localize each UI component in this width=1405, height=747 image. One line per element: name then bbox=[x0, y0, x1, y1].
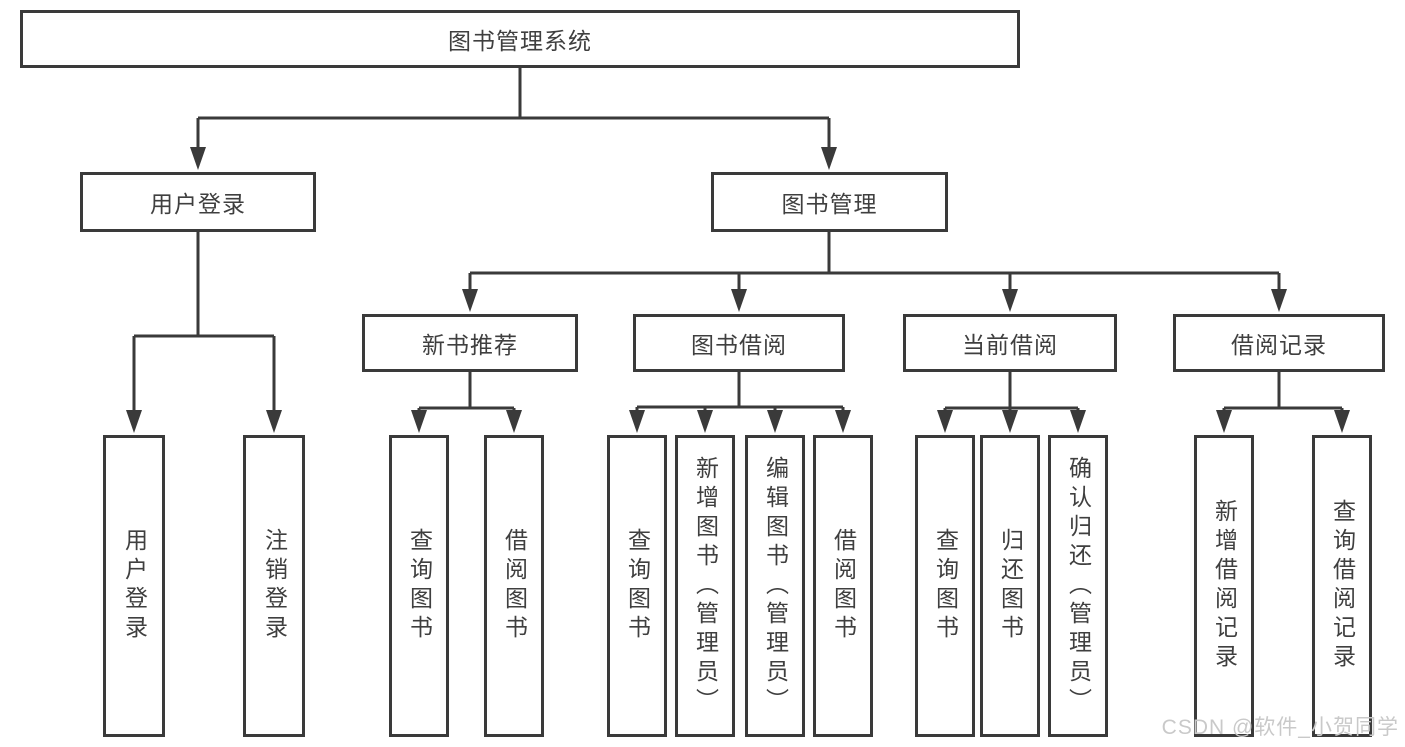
node-label: 确认归还（管理员） bbox=[1065, 455, 1092, 717]
node-label: 新书推荐 bbox=[422, 332, 518, 358]
node-label: 图书借阅 bbox=[691, 332, 787, 358]
node-book-borrow: 图书借阅 bbox=[633, 314, 845, 372]
leaf-return-books: 归还图书 bbox=[980, 435, 1040, 737]
node-label: 归还图书 bbox=[997, 528, 1024, 644]
node-label: 查询图书 bbox=[932, 528, 959, 644]
leaf-edit-books-admin: 编辑图书（管理员） bbox=[745, 435, 805, 737]
node-label: 图书管理 bbox=[781, 191, 878, 217]
node-borrow-records: 借阅记录 bbox=[1173, 314, 1385, 372]
leaf-query-books-current: 查询图书 bbox=[915, 435, 975, 737]
leaf-borrow-books: 借阅图书 bbox=[813, 435, 873, 737]
leaf-query-books-borrow: 查询图书 bbox=[607, 435, 667, 737]
node-label: 借阅图书 bbox=[830, 528, 857, 644]
node-label: 查询图书 bbox=[624, 528, 651, 644]
leaf-query-books-recommend: 查询图书 bbox=[389, 435, 449, 737]
leaf-user-login: 用户登录 bbox=[103, 435, 165, 737]
node-label: 借阅图书 bbox=[501, 528, 528, 644]
node-book-management: 图书管理 bbox=[711, 172, 948, 232]
node-label: 编辑图书（管理员） bbox=[762, 455, 789, 717]
csdn-watermark: CSDN @软件_小贺同学 bbox=[1161, 716, 1399, 739]
arrowhead-group bbox=[126, 147, 1350, 433]
leaf-query-borrow-record: 查询借阅记录 bbox=[1312, 435, 1372, 737]
node-label: 借阅记录 bbox=[1231, 332, 1327, 358]
node-label: 用户登录 bbox=[150, 191, 246, 217]
leaf-add-borrow-record: 新增借阅记录 bbox=[1194, 435, 1254, 737]
node-label: 用户登录 bbox=[121, 528, 148, 644]
node-label: 查询图书 bbox=[406, 528, 433, 644]
leaf-add-books-admin: 新增图书（管理员） bbox=[675, 435, 735, 737]
node-new-book-recommend: 新书推荐 bbox=[362, 314, 578, 372]
node-label: 新增图书（管理员） bbox=[692, 455, 719, 717]
node-label: 注销登录 bbox=[261, 528, 288, 644]
node-label: 当前借阅 bbox=[962, 332, 1058, 358]
node-root-system: 图书管理系统 bbox=[20, 10, 1020, 68]
leaf-logout-login: 注销登录 bbox=[243, 435, 305, 737]
node-label: 新增借阅记录 bbox=[1211, 499, 1238, 673]
node-label: 图书管理系统 bbox=[448, 28, 592, 54]
node-user-login: 用户登录 bbox=[80, 172, 316, 232]
leaf-confirm-return-admin: 确认归还（管理员） bbox=[1048, 435, 1108, 737]
node-current-borrow: 当前借阅 bbox=[903, 314, 1117, 372]
leaf-borrow-books-recommend: 借阅图书 bbox=[484, 435, 544, 737]
node-label: 查询借阅记录 bbox=[1329, 499, 1356, 673]
